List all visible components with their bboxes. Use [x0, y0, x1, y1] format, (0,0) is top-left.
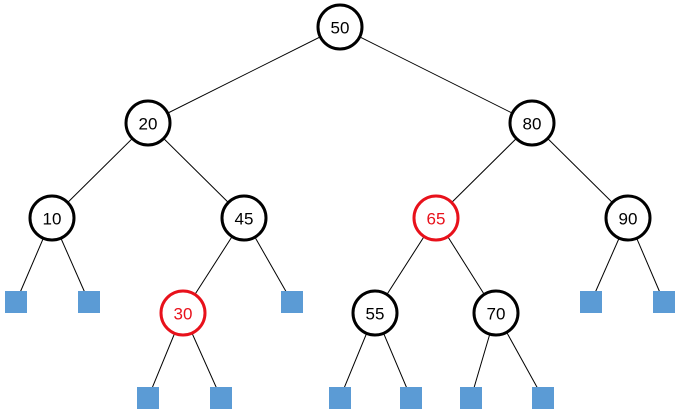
node-circle — [604, 194, 652, 242]
tree-node-70: 70 — [472, 289, 520, 337]
nil-leaf-node — [400, 387, 422, 409]
node-label: 30 — [174, 305, 193, 324]
node-circle — [28, 194, 76, 242]
tree-node-65: 65 — [412, 194, 460, 242]
nil-leaf-node — [329, 387, 351, 409]
nil-leaf-node — [653, 291, 675, 313]
node-label: 50 — [331, 19, 350, 38]
node-label: 55 — [366, 305, 385, 324]
tree-edge — [339, 26, 533, 124]
nil-leaf-node — [460, 387, 482, 409]
nil-leaf-node — [5, 291, 27, 313]
node-label: 70 — [487, 305, 506, 324]
nodes-layer: 50 20 80 10 45 65 90 30 55 70 — [28, 3, 652, 337]
leaves-layer — [5, 291, 675, 409]
nil-leaf-node — [210, 387, 232, 409]
tree-node-50: 50 — [316, 3, 364, 51]
node-circle — [472, 289, 520, 337]
tree-node-10: 10 — [28, 194, 76, 242]
node-label: 90 — [619, 210, 638, 229]
node-label: 45 — [235, 210, 254, 229]
node-label: 65 — [427, 210, 446, 229]
tree-node-90: 90 — [604, 194, 652, 242]
node-label: 10 — [43, 210, 62, 229]
nil-leaf-node — [532, 387, 554, 409]
nil-leaf-node — [580, 291, 602, 313]
tree-node-80: 80 — [508, 99, 556, 147]
nil-leaf-node — [137, 387, 159, 409]
tree-node-55: 55 — [351, 289, 399, 337]
edges-layer — [15, 26, 665, 399]
nil-leaf-node — [281, 291, 303, 313]
node-circle — [351, 289, 399, 337]
node-circle — [159, 289, 207, 337]
node-label: 20 — [139, 115, 158, 134]
tree-node-20: 20 — [124, 99, 172, 147]
node-circle — [412, 194, 460, 242]
node-circle — [124, 99, 172, 147]
node-circle — [316, 3, 364, 51]
nil-leaf-node — [78, 291, 100, 313]
node-circle — [508, 99, 556, 147]
node-label: 80 — [523, 115, 542, 134]
tree-edge — [147, 26, 341, 124]
tree-node-30: 30 — [159, 289, 207, 337]
tree-node-45: 45 — [220, 194, 268, 242]
node-circle — [220, 194, 268, 242]
